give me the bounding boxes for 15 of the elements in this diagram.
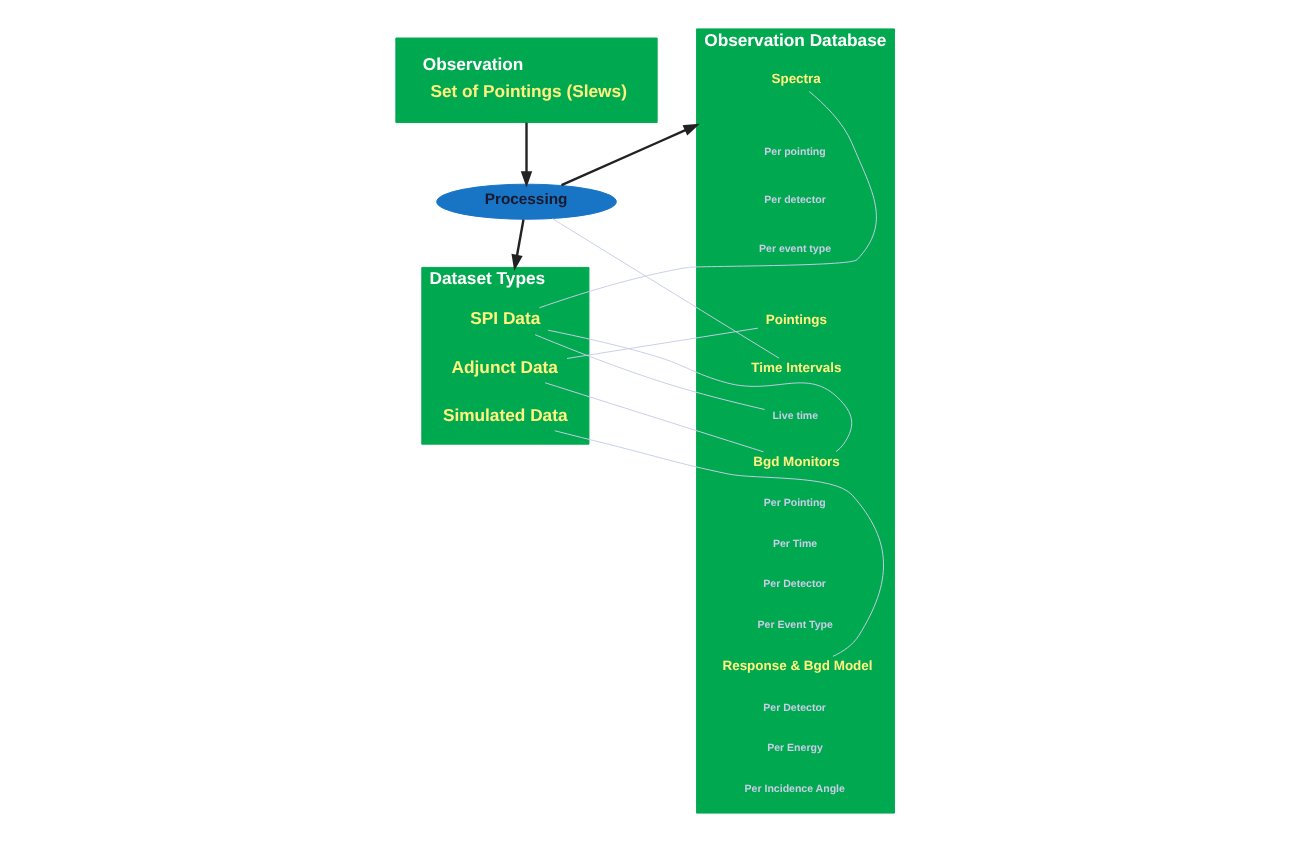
- node-text: SPI Data: [469, 308, 540, 329]
- node-text: Simulated Data: [441, 404, 567, 425]
- connector: [553, 430, 883, 657]
- node-text: Adjunct Data: [450, 356, 557, 377]
- arrow: [560, 123, 699, 187]
- node-ellipse: Processing: [435, 183, 616, 220]
- connector: [538, 90, 876, 309]
- connector: [565, 327, 758, 359]
- connector: [543, 382, 763, 453]
- arrow: [510, 219, 524, 271]
- connector: [546, 329, 852, 453]
- arrow: [519, 122, 532, 188]
- connector: [551, 218, 779, 359]
- node-box: Observation Set of Pointings (Slews): [394, 37, 657, 124]
- connector: [533, 334, 765, 410]
